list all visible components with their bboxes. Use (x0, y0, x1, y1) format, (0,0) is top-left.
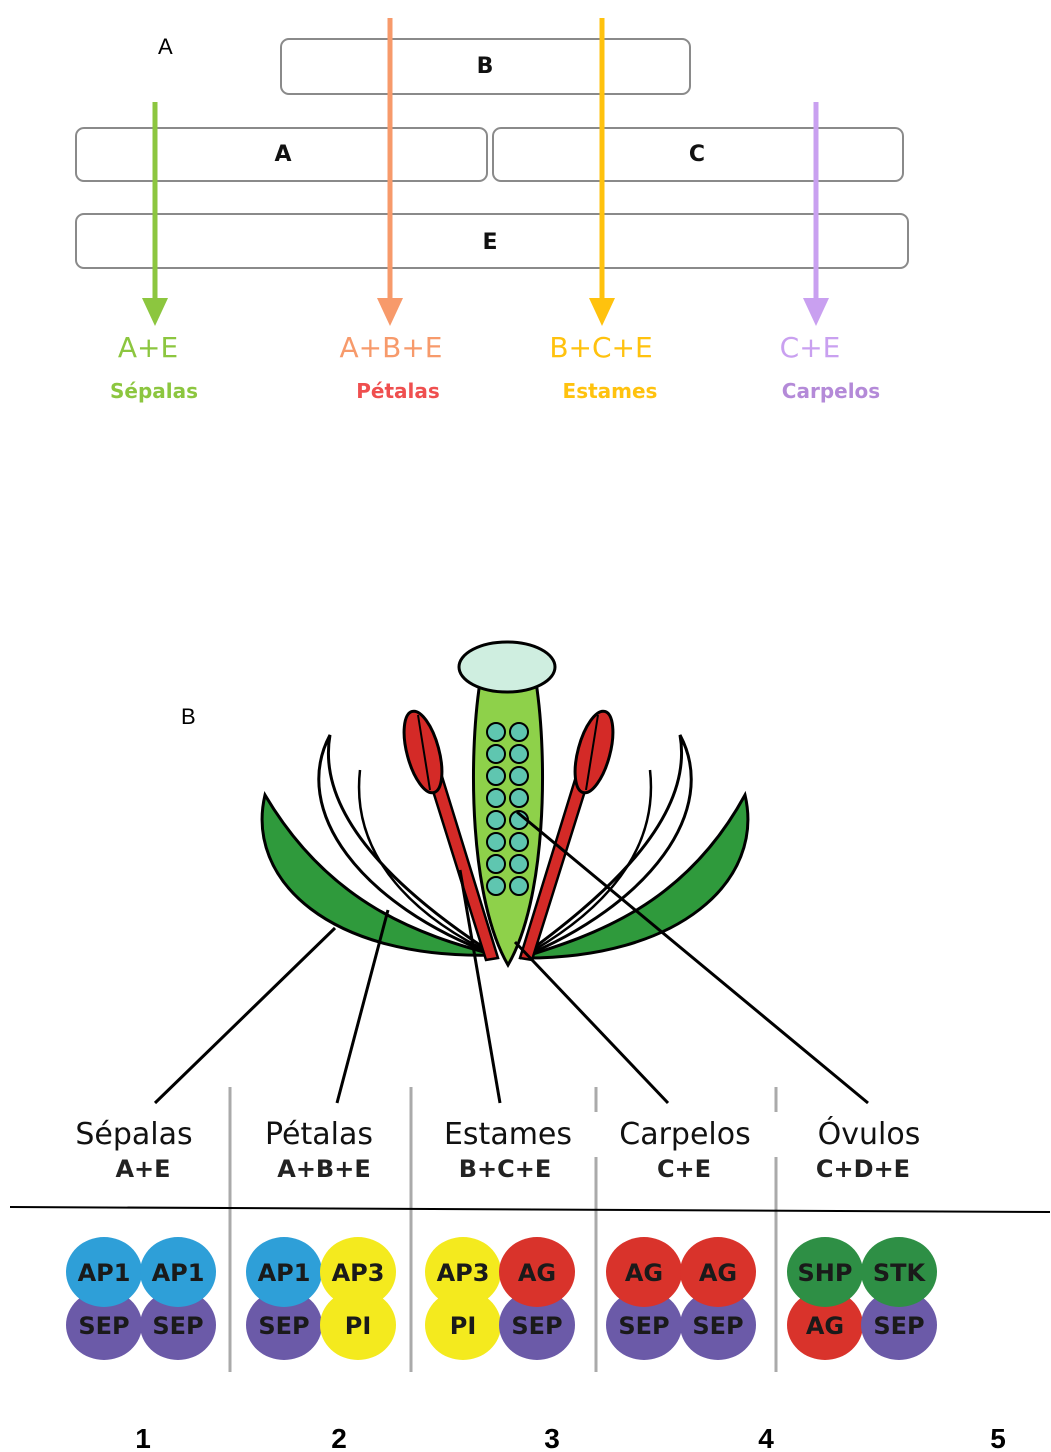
organ-combo-carpels: C+E (657, 1155, 711, 1183)
bar-e: E (76, 214, 908, 268)
protein-label: AG (806, 1312, 844, 1340)
organ-name-carpels: Carpelos (619, 1117, 750, 1152)
column-number-4: 4 (758, 1423, 774, 1452)
organ-name-ovules: Óvulos (818, 1115, 921, 1152)
protein-label: AP3 (332, 1259, 385, 1287)
protein-label: AG (625, 1259, 663, 1287)
organ-combo-sepals: A+E (115, 1155, 170, 1183)
bar-c-label: C (689, 142, 705, 167)
protein-label: PI (345, 1312, 372, 1340)
column-number-5: 5 (990, 1423, 1006, 1452)
panel-b: B (10, 642, 1050, 1452)
organ-name-stamens: Estames (444, 1117, 572, 1152)
protein-label: STK (873, 1259, 927, 1287)
protein-label: AP1 (78, 1259, 131, 1287)
bar-b: B (281, 39, 690, 94)
complex-5: SHP STK AG SEP (787, 1237, 937, 1360)
complex-4: AG AG SEP SEP (606, 1237, 756, 1360)
column-number-1: 1 (135, 1423, 151, 1452)
combo-stamens: B+C+E (549, 331, 652, 364)
column-number-3: 3 (544, 1423, 560, 1452)
flower-illustration (262, 642, 748, 965)
bar-e-label: E (482, 230, 497, 255)
organ-combo-stamens: B+C+E (459, 1155, 552, 1183)
protein-label: SEP (258, 1312, 309, 1340)
panel-b-label: B (181, 704, 196, 729)
protein-label: PI (450, 1312, 477, 1340)
protein-label: SHP (798, 1259, 853, 1287)
organ-stamens: Estames (563, 379, 658, 403)
bar-b-label: B (477, 54, 494, 79)
organ-name-petals: Pétalas (265, 1117, 373, 1152)
organ-sepals: Sépalas (110, 379, 198, 403)
organ-combo-ovules: C+D+E (816, 1155, 910, 1183)
bar-a-label: A (274, 142, 291, 167)
combo-sepals: A+E (118, 331, 178, 364)
protein-label: AP1 (258, 1259, 311, 1287)
protein-label: AP1 (152, 1259, 205, 1287)
protein-label: SEP (618, 1312, 669, 1340)
organ-combo-petals: A+B+E (277, 1155, 370, 1183)
protein-label: AP3 (437, 1259, 490, 1287)
panel-a-label: A (158, 34, 173, 59)
combo-petals: A+B+E (340, 331, 443, 364)
organ-carpels: Carpelos (782, 379, 880, 403)
organ-petals: Pétalas (356, 379, 440, 403)
separator-line (10, 1207, 1050, 1212)
complex-3: AP3 AG PI SEP (425, 1237, 575, 1360)
bar-a: A (76, 128, 487, 181)
protein-label: SEP (152, 1312, 203, 1340)
combo-carpels: C+E (780, 331, 841, 364)
organ-name-sepals: Sépalas (75, 1117, 192, 1152)
bar-c: C (493, 128, 903, 181)
protein-label: SEP (78, 1312, 129, 1340)
protein-label: AG (518, 1259, 556, 1287)
protein-label: SEP (692, 1312, 743, 1340)
stigma (459, 642, 555, 692)
panel-a: A B A C E (76, 18, 908, 403)
protein-label: AG (699, 1259, 737, 1287)
protein-label: SEP (511, 1312, 562, 1340)
column-number-2: 2 (331, 1423, 347, 1452)
protein-label: SEP (873, 1312, 924, 1340)
